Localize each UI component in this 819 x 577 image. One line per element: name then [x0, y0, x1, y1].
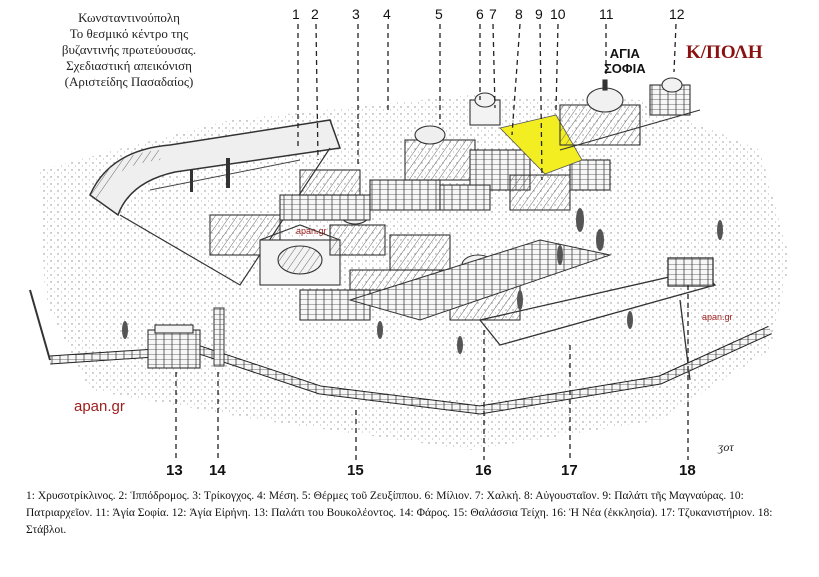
- hagia-line-1: ΑΓΙΑ: [609, 46, 640, 61]
- trees: [122, 208, 723, 354]
- number-label: 6: [476, 6, 484, 22]
- number-label: 4: [383, 6, 391, 22]
- pointer-lines-top: [297, 23, 677, 181]
- watermark-small: apan.gr: [702, 312, 733, 322]
- number-label: 11: [599, 6, 614, 22]
- number-label: 5: [435, 6, 443, 22]
- number-label: 18: [679, 462, 696, 479]
- pharos: [213, 307, 225, 367]
- caption-line: βυζαντινής πρωτεύουσας.: [61, 42, 197, 57]
- caption-line: Το θεσμικό κέντρο της: [69, 26, 189, 41]
- hippodrome: [89, 119, 342, 286]
- number-label: 17: [561, 462, 578, 479]
- hagia-line-2: ΣΟΦΙΑ: [604, 61, 646, 76]
- number-label: 2: [311, 6, 319, 22]
- artist-signature: ʒoτ: [718, 440, 734, 454]
- boukoleon: [147, 324, 201, 369]
- long-gallery: [348, 239, 612, 321]
- pointer-lines-bottom: [175, 285, 689, 460]
- number-label: 8: [515, 6, 523, 22]
- number-label: 13: [166, 462, 183, 479]
- number-label: 12: [669, 6, 685, 22]
- number-label: 1: [292, 6, 300, 22]
- central-buildings: [404, 92, 611, 211]
- number-label: 3: [352, 6, 360, 22]
- tzykanisterion-area: [478, 257, 717, 381]
- legend: 1: Χρυσοτρίκλινος. 2: Ἱππόδρομος. 3: Τρί…: [26, 490, 773, 536]
- caption-block: Κωνσταντινούπολη Το θεσμικό κέντρο της β…: [14, 10, 244, 90]
- number-label: 9: [535, 6, 543, 22]
- palace-complex: [209, 169, 451, 321]
- watermark-large: apan.gr: [74, 398, 125, 415]
- caption-line: Σχεδιαστική απεικόνιση: [66, 58, 192, 73]
- number-label: 16: [475, 462, 492, 479]
- hagia-sophia-area: [559, 77, 701, 151]
- number-label: 7: [489, 6, 497, 22]
- caption-line: Κωνσταντινούπολη: [78, 10, 180, 25]
- number-label: 14: [209, 462, 226, 479]
- watermark-small: apan.gr: [296, 226, 327, 236]
- number-label: 10: [550, 6, 566, 22]
- caption-line: (Αριστείδης Πασαδαίος): [64, 74, 194, 89]
- hagia-sophia-label: ΑΓΙΑ ΣΟΦΙΑ: [604, 46, 646, 76]
- kpoli-label: Κ/ΠΟΛΗ: [686, 42, 763, 63]
- number-label: 15: [347, 462, 364, 479]
